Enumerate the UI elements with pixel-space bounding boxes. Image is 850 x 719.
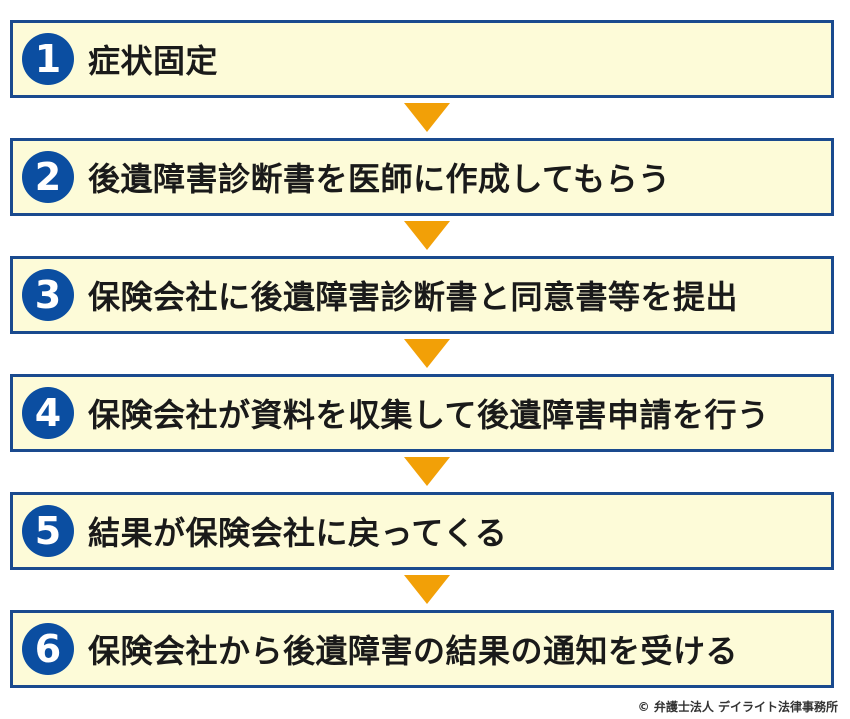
step-number-2: 2 [22, 151, 74, 203]
step-number-4: 4 [22, 387, 74, 439]
copyright-notice: © 弁護士法人 デイライト法律事務所 [637, 700, 838, 714]
down-arrow-icon [404, 221, 450, 250]
step-label-5: 結果が保険会社に戻ってくる [88, 514, 508, 552]
step-label-3: 保険会社に後遺障害診断書と同意書等を提出 [88, 278, 739, 316]
down-arrow-icon [404, 339, 450, 368]
step-number-5: 5 [22, 505, 74, 557]
step-number-6: 6 [22, 623, 74, 675]
step-box-2: 2 後遺障害診断書を医師に作成してもらう [10, 138, 834, 216]
step-box-6: 6 保険会社から後遺障害の結果の通知を受ける [10, 610, 834, 688]
step-label-1: 症状固定 [88, 42, 219, 80]
step-box-1: 1 症状固定 [10, 20, 834, 98]
step-label-2: 後遺障害診断書を医師に作成してもらう [88, 160, 671, 198]
step-box-5: 5 結果が保険会社に戻ってくる [10, 492, 834, 570]
step-number-1: 1 [22, 33, 74, 85]
down-arrow-icon [404, 575, 450, 604]
down-arrow-icon [404, 457, 450, 486]
step-box-3: 3 保険会社に後遺障害診断書と同意書等を提出 [10, 256, 834, 334]
step-label-4: 保険会社が資料を収集して後遺障害申請を行う [88, 396, 770, 434]
step-number-3: 3 [22, 269, 74, 321]
down-arrow-icon [404, 103, 450, 132]
step-label-6: 保険会社から後遺障害の結果の通知を受ける [88, 632, 739, 670]
step-box-4: 4 保険会社が資料を収集して後遺障害申請を行う [10, 374, 834, 452]
